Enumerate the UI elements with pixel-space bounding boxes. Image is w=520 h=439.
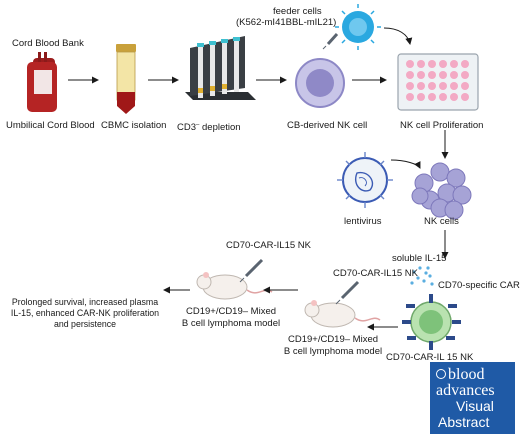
- magnetic-rack-icon: [185, 36, 256, 100]
- cbmc-tube-icon: [116, 44, 136, 114]
- blood-bag-icon: [27, 52, 57, 112]
- syringe-icon-right: [335, 280, 360, 305]
- badge-line2: advances: [436, 382, 495, 399]
- car-nk-top-label-2: CD70-CAR-IL15 NK: [333, 268, 418, 279]
- nk-proliferation-label: NK cell Proliferation: [400, 120, 484, 131]
- soluble-il15-label: soluble IL-15: [392, 253, 447, 264]
- outcome-text: Prolonged survival, increased plasma IL-…: [10, 297, 160, 329]
- badge-line3: Visual: [456, 398, 494, 414]
- feeder-cells-label: feeder cells: [273, 6, 322, 17]
- mouse-icon-right: [304, 300, 381, 328]
- feeder-cell-icon: [335, 4, 381, 50]
- model-2-line1: CD19+/CD19– Mixed: [287, 334, 379, 345]
- nk-cells-label: NK cells: [424, 216, 459, 227]
- mouse-icon-left: [196, 272, 273, 300]
- car-nk-bottom-label: CD70-CAR-IL 15 NK: [386, 352, 474, 363]
- syringe-icon-left: [239, 258, 264, 283]
- cbmc-isolation-label: CBMC isolation: [101, 120, 167, 131]
- flow-arrows: [68, 27, 449, 331]
- car-nk-top-label-1: CD70-CAR-IL15 NK: [226, 240, 311, 251]
- model-2-line2: B cell lymphoma model: [283, 346, 383, 357]
- cd70-specific-car-label: CD70-specific CAR: [438, 280, 520, 291]
- badge-logo-icon: [436, 369, 446, 379]
- model-1-line1: CD19+/CD19– Mixed: [185, 306, 277, 317]
- feeder-cells-line-label: (K562-mI41BBL-mIL21): [236, 17, 337, 28]
- lentivirus-icon: [337, 152, 393, 208]
- cd3-depletion-suffix: depletion: [199, 122, 241, 134]
- lentivirus-label: lentivirus: [344, 216, 382, 227]
- cd3-depletion-label: CD3– depletion: [177, 120, 241, 133]
- umbilical-cord-blood-label: Umbilical Cord Blood: [6, 120, 95, 131]
- cord-blood-bank-label: Cord Blood Bank: [12, 38, 84, 49]
- car-nk-cell-icon: [402, 294, 461, 350]
- blood-advances-badge: blood advances Visual Abstract: [430, 362, 515, 434]
- badge-line1: blood: [448, 366, 485, 383]
- cb-derived-nk-label: CB-derived NK cell: [287, 120, 368, 131]
- model-1-line2: B cell lymphoma model: [181, 318, 281, 329]
- soluble-il15-dots: [410, 266, 434, 286]
- cd3-depletion-prefix: CD3: [177, 122, 197, 134]
- syringe-icon: [322, 32, 339, 50]
- nk-cell-icon: [295, 58, 345, 108]
- nk-cell-cluster-icon: [411, 162, 472, 220]
- badge-line4: Abstract: [438, 414, 490, 430]
- well-plate-icon: [397, 53, 479, 111]
- cd3-depletion-sup: –: [196, 122, 200, 128]
